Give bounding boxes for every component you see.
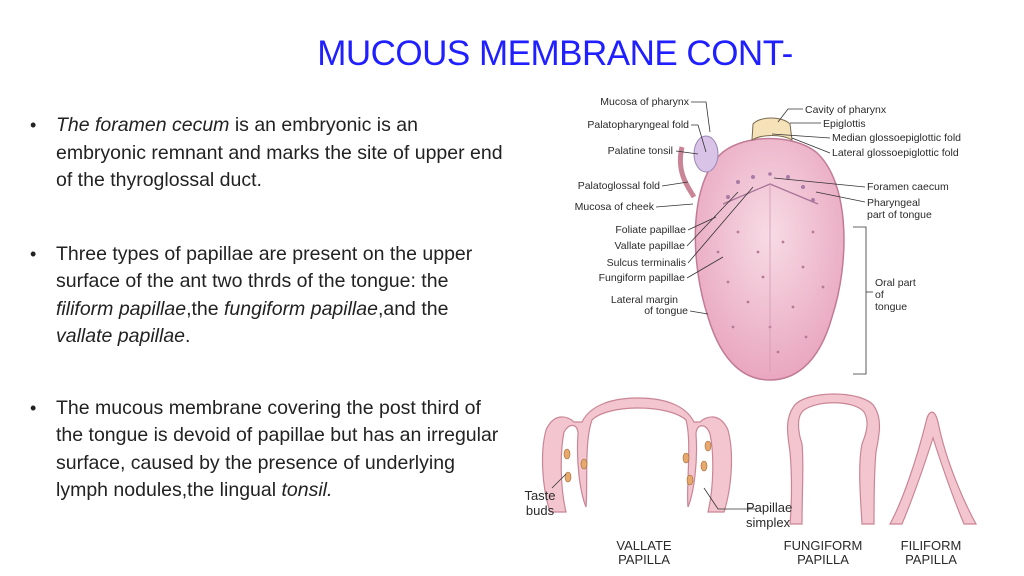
body-text: ,the (186, 297, 225, 320)
label-sulcus-terminalis: Sulcus terminalis (607, 257, 686, 269)
label-mucosa-pharynx: Mucosa of pharynx (600, 96, 689, 108)
slide-title: MUCOUS MEMBRANE CONT- (317, 34, 793, 73)
label-filiform: FILIFORM (901, 538, 962, 553)
body-text: ,and the (377, 297, 449, 320)
bullet-item: • The mucous membrane covering the post t… (28, 395, 508, 505)
body-text: The mucous membrane covering the post th… (56, 396, 499, 502)
label-buds: buds (526, 503, 555, 518)
label-vallate-papilla: PAPILLA (618, 552, 670, 567)
italic-text: fungiform papillae (224, 297, 378, 320)
palatine-tonsil-shape (693, 135, 719, 173)
fungiform-papilla-shape (786, 393, 881, 525)
label-pharyngeal: Pharyngeal (867, 197, 920, 209)
vallate-papilla-shape (541, 397, 733, 513)
filiform-papilla-shape (888, 411, 978, 525)
label-palatine-tonsil: Palatine tonsil (608, 145, 673, 157)
label-oral-of: of (875, 289, 884, 301)
label-taste: Taste (524, 488, 555, 503)
epiglottis-shape (751, 117, 793, 141)
label-fungiform: FUNGIFORM (784, 538, 863, 553)
bullet-item: • Three types of papillae are present on … (28, 241, 508, 351)
italic-text: filiform papillae (56, 297, 187, 320)
label-lateral-margin: Lateral margin (611, 294, 678, 306)
body-text: Three types of papillae are present on t… (56, 242, 473, 293)
label-palatoglossal-fold: Palatoglossal fold (578, 180, 660, 192)
label-epiglottis: Epiglottis (823, 118, 866, 130)
italic-text: tonsil. (281, 479, 333, 501)
italic-text: The foramen cecum (56, 114, 230, 136)
bullet-item: • The foramen cecum is an embryonic is an… (28, 112, 508, 195)
label-vallate: VALLATE (616, 538, 671, 553)
label-lateral-glossoepiglottic-fold: Lateral glossoepiglottic fold (832, 147, 959, 159)
label-fungiform-papilla: PAPILLA (797, 552, 849, 567)
label-fungiform-papillae: Fungiform papillae (599, 272, 686, 284)
label-cavity-pharynx: Cavity of pharynx (805, 104, 887, 116)
label-oral-tongue: tongue (875, 301, 907, 313)
label-simplex: simplex (746, 515, 791, 530)
bullet-dot-icon: • (30, 397, 37, 418)
label-papillae: Papillae (746, 500, 792, 515)
label-foramen-caecum: Foramen caecum (867, 181, 949, 193)
label-oral-part: Oral part (875, 277, 916, 289)
label-foliate-papillae: Foliate papillae (615, 224, 686, 236)
label-pharyngeal-part: part of tongue (867, 209, 932, 221)
body-text: is an embryonic is an embryonic remnant … (56, 114, 503, 191)
bullet-list: • The foramen cecum is an embryonic is an… (28, 112, 508, 551)
bullet-dot-icon: • (30, 243, 37, 264)
italic-text: vallate papillae (56, 325, 186, 347)
body-text: . (185, 325, 191, 347)
label-filiform-papilla: PAPILLA (905, 552, 957, 567)
label-lateral-margin-2: of tongue (644, 305, 688, 317)
label-vallate-papillae: Vallate papillae (615, 240, 686, 252)
label-palatopharyngeal-fold: Palatopharyngeal fold (587, 119, 689, 131)
label-median-glossoepiglottic-fold: Median glossoepiglottic fold (832, 132, 961, 144)
tongue-diagram: Mucosa of pharynx Palatopharyngeal fold … (575, 96, 961, 381)
label-mucosa-cheek: Mucosa of cheek (575, 201, 655, 213)
bullet-dot-icon: • (30, 115, 37, 135)
papillae-diagram: Taste buds Papillae simplex VALLATE PAPI… (524, 393, 978, 567)
